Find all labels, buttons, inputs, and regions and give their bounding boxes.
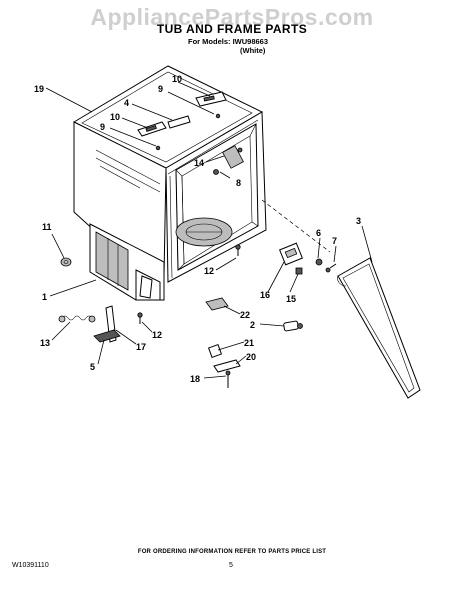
leader-lines — [45, 81, 373, 379]
document-number: W10391110 — [12, 562, 49, 569]
pad-part — [93, 329, 121, 343]
callout-18: 18 — [190, 374, 200, 384]
callout-8: 8 — [236, 178, 241, 188]
callout-5: 5 — [90, 362, 95, 372]
color-variant: (White) — [240, 46, 266, 55]
latch-part — [283, 320, 303, 332]
callout-1: 1 — [42, 292, 47, 302]
screw-part — [137, 312, 143, 324]
callout-10: 10 — [110, 112, 120, 122]
callout-11: 11 — [42, 222, 52, 232]
bracket-parts — [207, 343, 241, 388]
plate-part — [205, 297, 229, 311]
callout-12: 12 — [204, 266, 214, 276]
callout-4: 4 — [124, 98, 129, 108]
page-number: 5 — [229, 562, 233, 569]
door-gasket — [337, 257, 421, 399]
tub-assembly — [72, 65, 267, 301]
callout-14: 14 — [194, 158, 204, 168]
callout-15: 15 — [286, 294, 296, 304]
callout-3: 3 — [356, 216, 361, 226]
callout-21: 21 — [244, 338, 254, 348]
top-brackets — [137, 91, 227, 151]
callout-9: 9 — [100, 122, 105, 132]
callout-20: 20 — [246, 352, 256, 362]
strike-parts — [279, 242, 337, 275]
callout-2: 2 — [250, 320, 255, 330]
model-line: For Models: IWU98663 — [188, 37, 269, 46]
callout-10: 10 — [172, 74, 182, 84]
callouts: 19 10 9 4 10 9 14 8 11 3 6 7 12 16 15 1 … — [34, 74, 361, 384]
callout-7: 7 — [332, 236, 337, 246]
page-title: TUB AND FRAME PARTS — [156, 22, 308, 36]
leveling-leg — [60, 257, 72, 267]
callout-17: 17 — [136, 342, 146, 352]
ordering-note: FOR ORDERING INFORMATION REFER TO PARTS … — [137, 549, 327, 555]
callout-12: 12 — [152, 330, 162, 340]
callout-9: 9 — [158, 84, 163, 94]
callout-13: 13 — [40, 338, 50, 348]
spring-part — [58, 315, 96, 323]
callout-6: 6 — [316, 228, 321, 238]
callout-22: 22 — [240, 310, 250, 320]
callout-16: 16 — [260, 290, 270, 300]
callout-19: 19 — [34, 84, 44, 94]
